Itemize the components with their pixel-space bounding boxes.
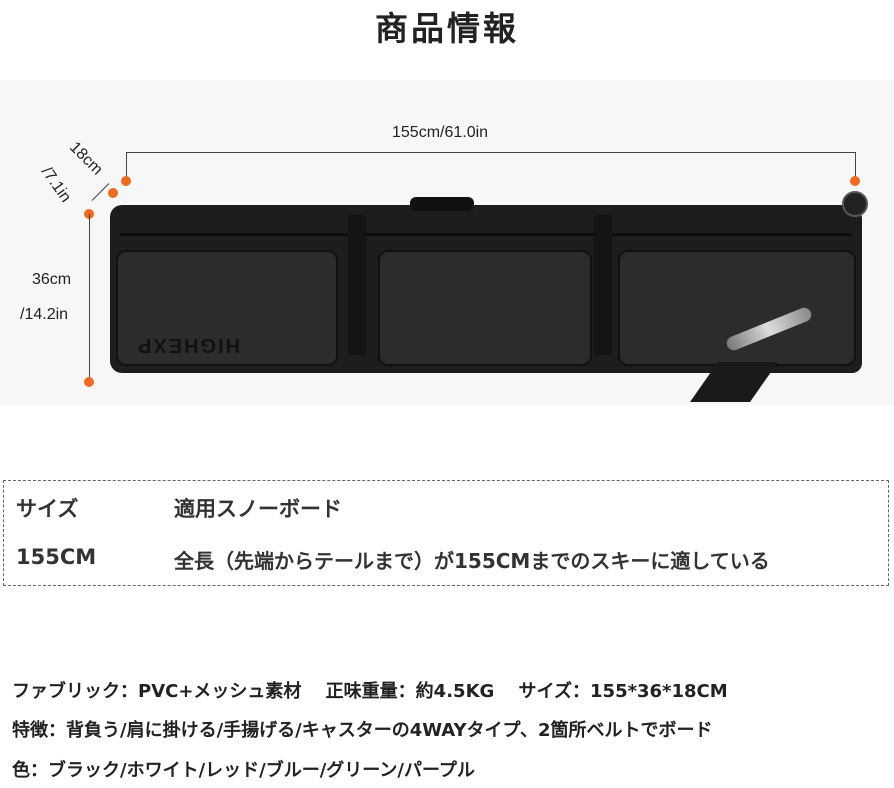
length-line (126, 152, 856, 153)
detail-fabric-weight-size: ファブリック：PVC+メッシュ素材 正味重量：約4.5KG サイズ：155*36… (12, 681, 728, 702)
center-pocket (378, 250, 592, 366)
top-handle (410, 197, 474, 211)
header-size: サイズ (16, 497, 79, 521)
strap-right (594, 215, 612, 355)
right-pocket (618, 250, 856, 402)
page-title: 商品情報 (375, 9, 519, 48)
left-pocket: HIGHEXP (116, 250, 338, 366)
ski-bag-illustration: HIGHEXP (110, 191, 868, 402)
main-zipper (120, 233, 852, 236)
detail-colors: 色：ブラック/ホワイト/レッド/ブルー/グリーン/パープル (12, 760, 475, 781)
length-tick-right (855, 152, 856, 178)
strap-left (348, 215, 366, 355)
detail-features: 特徴：背負う/肩に掛ける/手揚げる/キャスターの4WAYタイプ、2箇所ベルトでボ… (12, 720, 713, 741)
height-line (89, 214, 90, 382)
length-label: 155cm/61.0in (392, 124, 489, 141)
height-label-in: /14.2in (20, 306, 69, 323)
height-label-cm: 36cm (32, 271, 72, 288)
length-marker-right (850, 176, 860, 186)
height-marker-bottom (84, 377, 94, 387)
length-tick-left (126, 152, 127, 178)
swoosh-graphic (724, 305, 814, 353)
cell-size-value: 155CM (16, 545, 97, 569)
length-marker-left (121, 176, 131, 186)
depth-marker-top (108, 188, 118, 198)
spec-table: サイズ 適用スノーボード 155CM 全長（先端からテールまで）が155CMまで… (3, 480, 889, 586)
brand-logo: HIGHEXP (136, 334, 241, 356)
header-board: 適用スノーボード (174, 497, 342, 521)
caster-wheel (842, 191, 868, 217)
cell-board-value: 全長（先端からテールまで）が155CMまでのスキーに適している (174, 549, 770, 573)
